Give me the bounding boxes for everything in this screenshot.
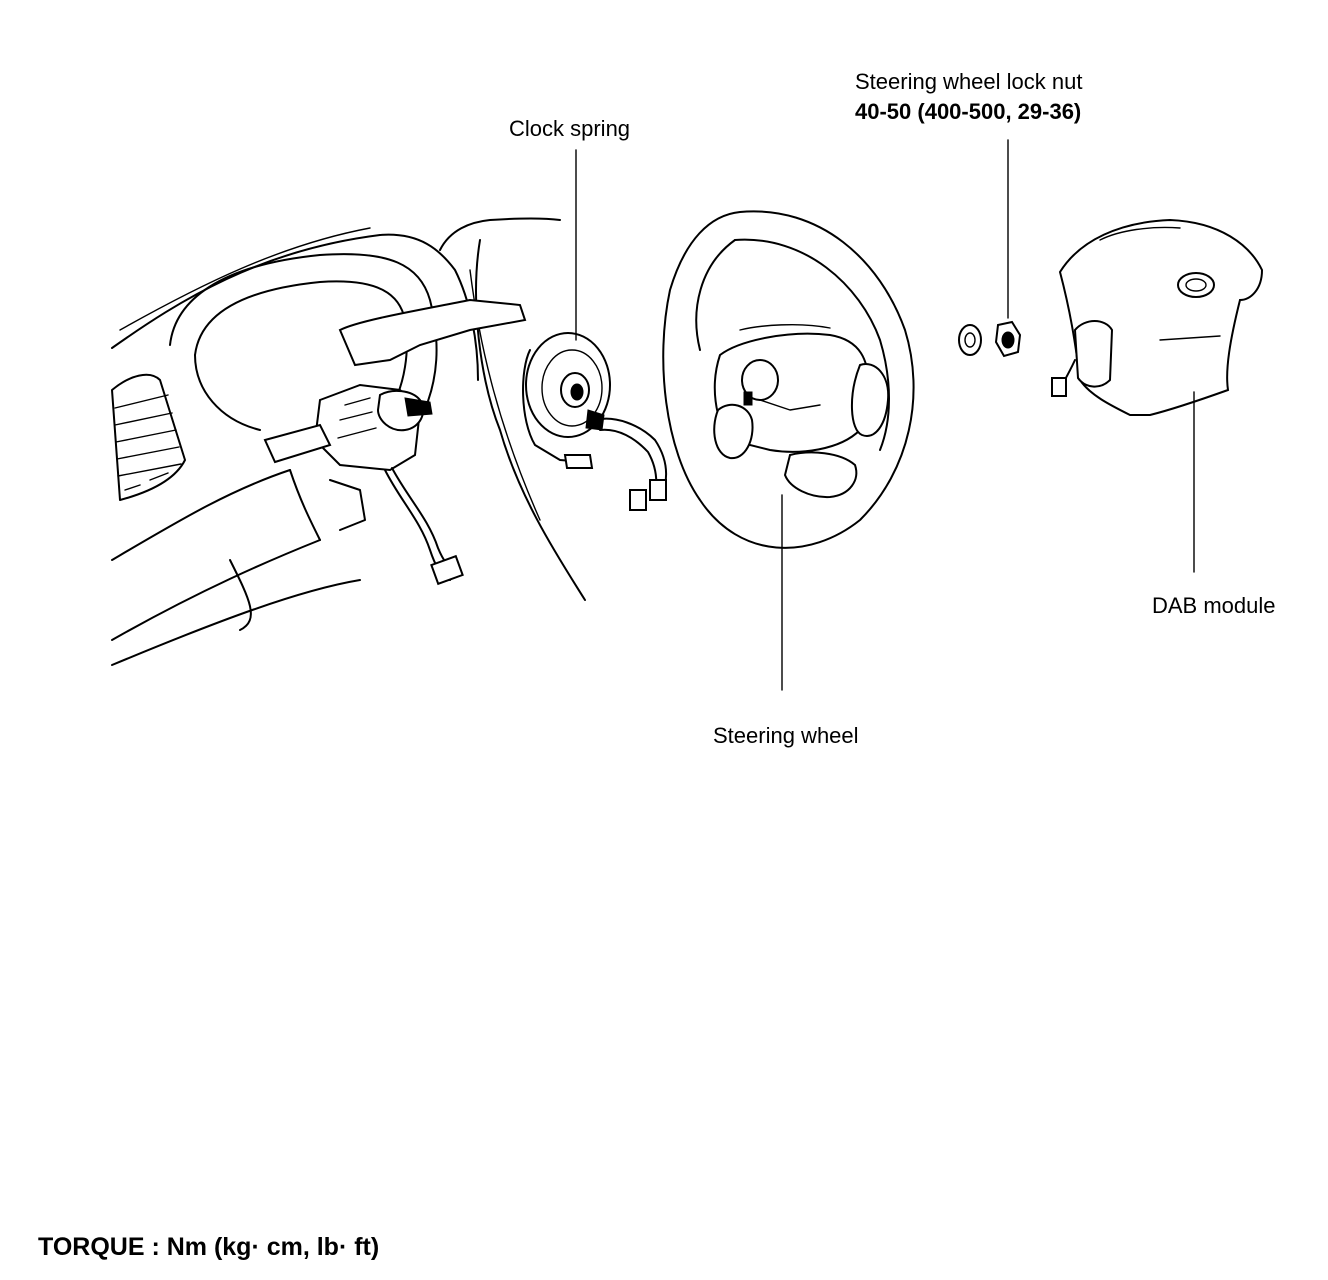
clock-spring-illustration xyxy=(522,332,668,511)
dab-module-illustration xyxy=(1051,218,1264,416)
dashboard-illustration xyxy=(111,217,586,666)
lock-nut-label: Steering wheel lock nut xyxy=(855,69,1083,94)
leader-lines xyxy=(575,139,1195,691)
steering-wheel-illustration xyxy=(662,210,915,549)
torque-units-footer: TORQUE : Nm (kg· cm, lb· ft) xyxy=(38,1233,380,1261)
lock-nut-illustration xyxy=(958,320,1022,358)
clock-spring-label: Clock spring xyxy=(509,116,631,141)
steering-wheel-label: Steering wheel xyxy=(713,723,859,748)
lock-nut-torque-spec: 40-50 (400-500, 29-36) xyxy=(855,99,1082,124)
dab-module-label: DAB module xyxy=(1152,593,1276,618)
